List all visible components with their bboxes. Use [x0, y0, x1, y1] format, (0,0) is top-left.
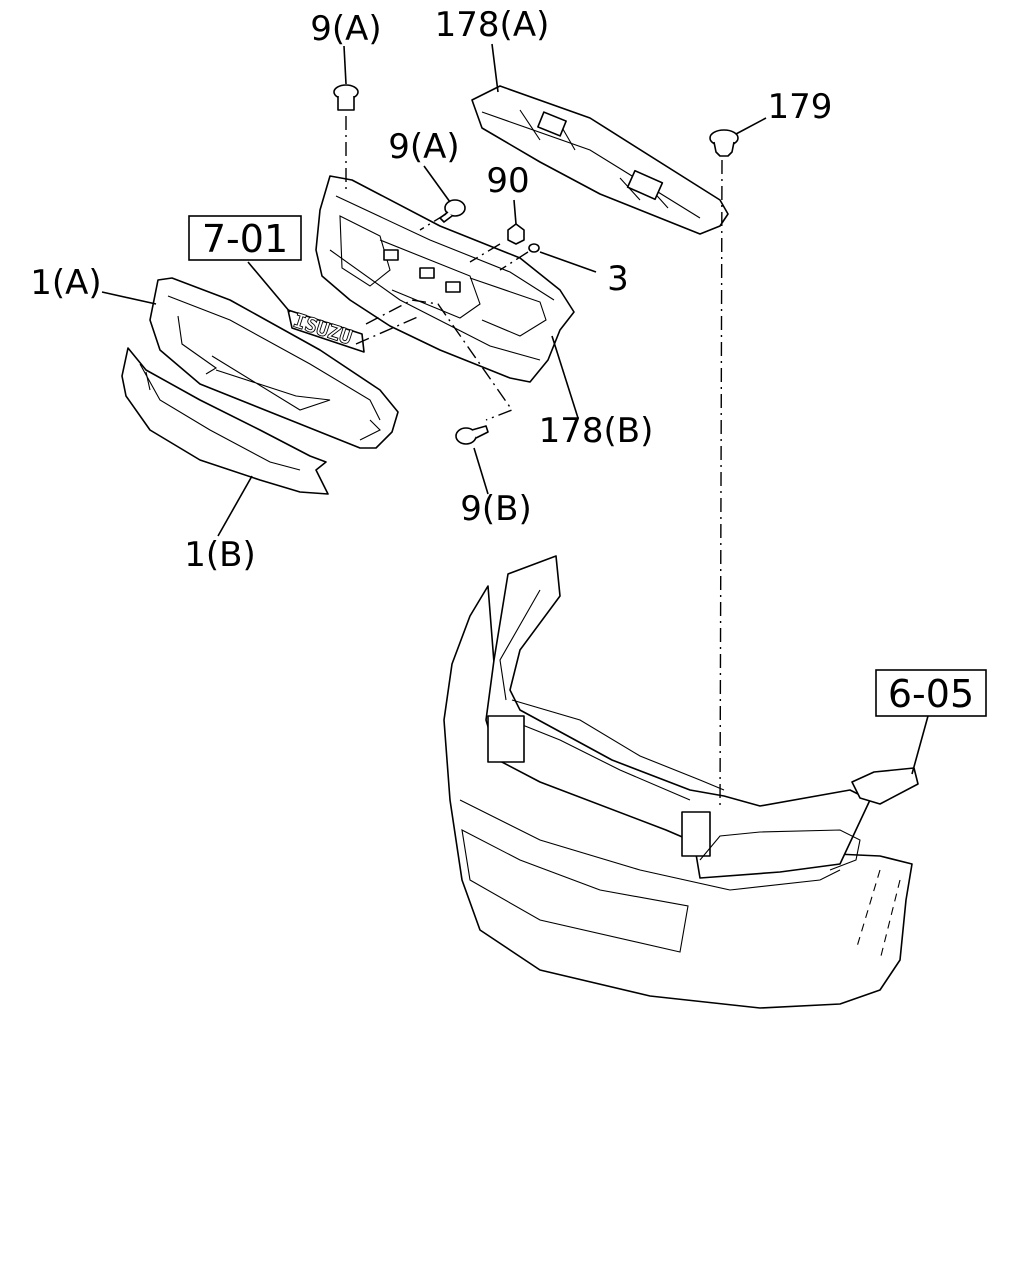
clip-179: [709, 129, 739, 157]
callout-9b: 9(B): [460, 489, 532, 529]
callout-1b: 1(B): [184, 535, 256, 575]
bolt-9b: [455, 425, 489, 445]
ref-box-6-05[interactable]: 6-05: [875, 669, 987, 717]
callout-9a-top: 9(A): [310, 9, 381, 49]
callout-178a: 178(A): [435, 5, 550, 45]
ref-box-7-01[interactable]: 7-01: [188, 215, 302, 261]
callout-1a: 1(A): [30, 263, 101, 303]
bolt-9a-mid: [439, 199, 466, 223]
callout-179: 179: [768, 87, 833, 127]
callout-9a-mid: 9(A): [388, 127, 459, 167]
bracket-178a: [471, 85, 729, 235]
callout-3: 3: [607, 259, 629, 299]
washer-3: [528, 243, 540, 253]
front-bumper: [443, 555, 919, 1009]
leader-lines: [101, 43, 929, 775]
assembly-lines: [345, 116, 723, 811]
ref-7-01-label: 7-01: [202, 217, 288, 261]
callout-178b: 178(B): [539, 411, 654, 451]
bolt-9a-top: [333, 84, 359, 111]
ref-6-05-label: 6-05: [888, 672, 974, 716]
nut-90: [507, 223, 525, 245]
grille-frame: [315, 175, 575, 383]
grille-1a: [149, 277, 399, 449]
grille-1b: [121, 347, 329, 495]
callout-90: 90: [486, 161, 529, 201]
